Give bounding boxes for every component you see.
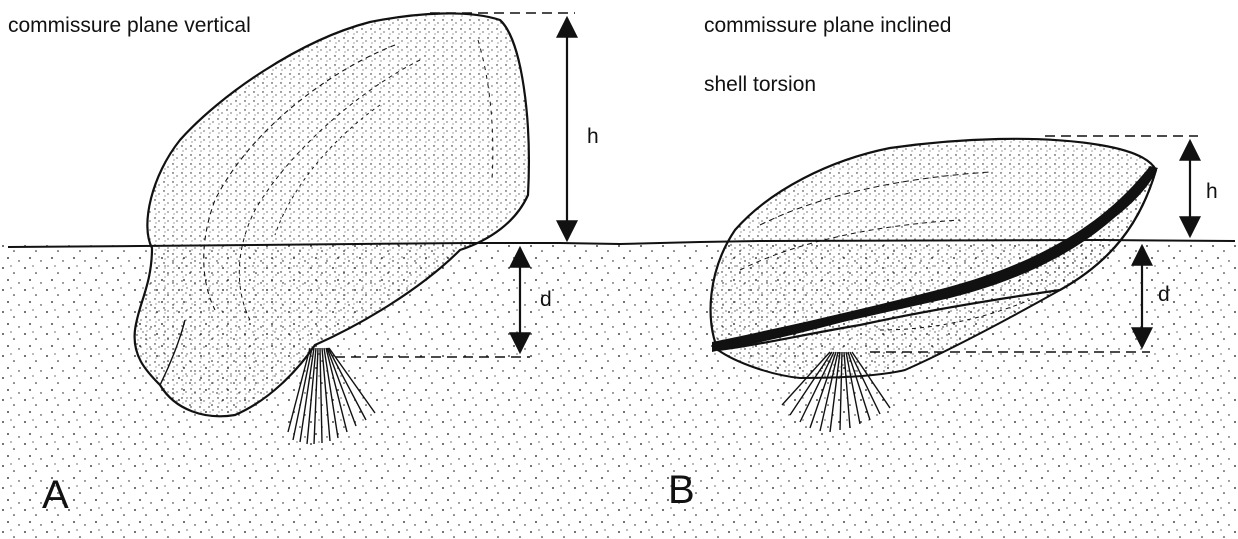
panel-a-depth-label: d — [540, 288, 552, 311]
panel-b-letter: B — [668, 468, 695, 512]
panel-b-height-label: h — [1206, 180, 1218, 203]
panel-b-caption-1: commissure plane inclined — [704, 14, 951, 37]
panel-b-caption-2: shell torsion — [704, 73, 816, 96]
panel-a-height-label: h — [587, 125, 599, 148]
panel-a-letter: A — [42, 473, 69, 517]
panel-a-caption: commissure plane vertical — [8, 14, 251, 37]
panel-b-depth-label: d — [1158, 283, 1170, 306]
